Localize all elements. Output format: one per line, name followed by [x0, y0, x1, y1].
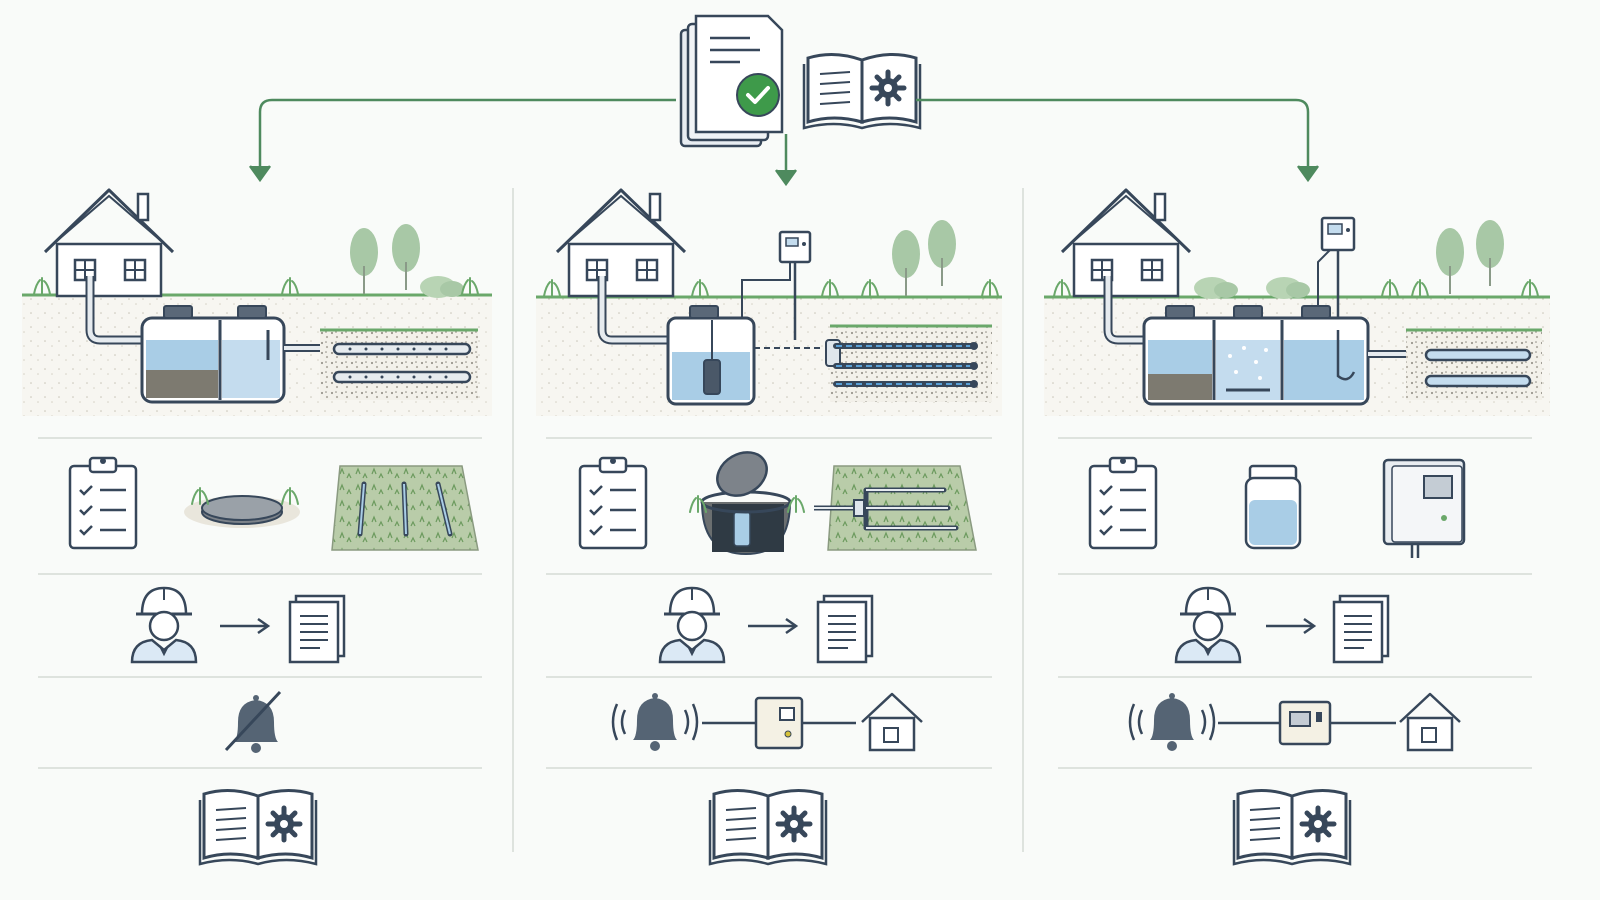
arrow-icon [218, 617, 270, 635]
arrow-icon [746, 617, 798, 635]
top-manual-icon [804, 54, 920, 128]
technician-icon [658, 586, 726, 664]
manual-gear-book-icon [1234, 790, 1350, 864]
alarm-disabled-icon [224, 690, 282, 753]
house-scene [555, 188, 687, 298]
checklist-icon [1088, 456, 1158, 550]
alarm-bell-icon [1128, 693, 1216, 751]
flow-arrows [248, 98, 1320, 187]
control-panel-icon [1278, 700, 1332, 746]
manual-gear-book-icon [200, 790, 316, 864]
house-scene [43, 188, 175, 298]
technician-icon [130, 586, 198, 664]
arrow-icon [1264, 617, 1316, 635]
tank-lid-icon [184, 487, 300, 528]
manual-gear-book-icon [710, 790, 826, 864]
sample-jar-icon [1244, 464, 1302, 550]
house-icon [860, 692, 924, 752]
technician-icon [1174, 586, 1242, 664]
alarm-bell-icon [611, 693, 699, 751]
control-panel-scene [741, 230, 812, 340]
column-conventional-septic [22, 188, 492, 864]
septic-tank [140, 305, 286, 404]
pump-chamber-icon [689, 451, 805, 556]
checklist-icon [68, 456, 138, 550]
house-icon [1398, 692, 1462, 752]
check-circle-icon [736, 73, 780, 117]
house-scene [1060, 188, 1192, 298]
aerator-panel-icon [1382, 458, 1466, 558]
pump-tank [666, 305, 756, 406]
drainfield-icon [331, 465, 479, 551]
row-dividers [38, 437, 1532, 769]
aerobic-tank [1142, 305, 1370, 406]
control-panel-icon [754, 696, 804, 750]
report-icon [288, 594, 346, 664]
column-aerobic-treatment-unit [1044, 188, 1550, 864]
drainfield [1406, 328, 1542, 400]
report-icon [1332, 594, 1390, 664]
column-pump-tank-pressure-distribution [536, 188, 1002, 864]
report-icon [816, 594, 874, 664]
pressure-drainfield-icon [814, 465, 977, 551]
checklist-icon [578, 456, 648, 550]
pressure-drainfield [825, 324, 992, 402]
drainfield [320, 328, 478, 400]
